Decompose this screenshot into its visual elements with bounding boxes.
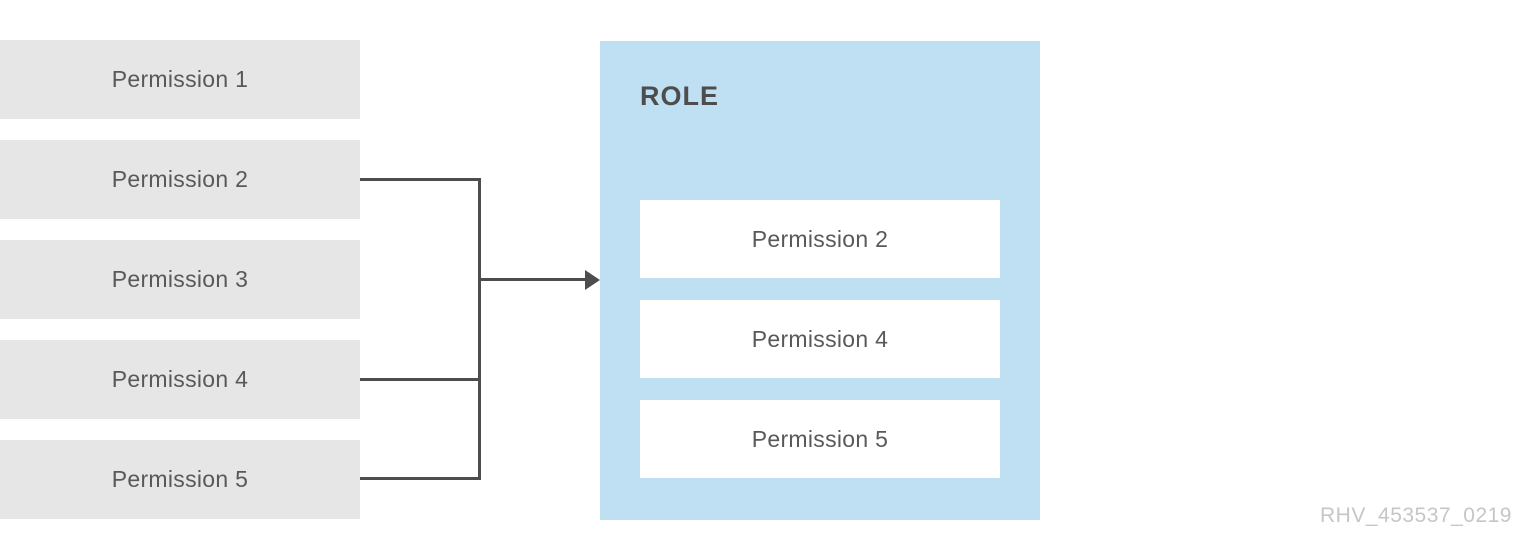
pool-box-label: Permission 5 [111,466,249,492]
role-item-permission-2: Permission 2 [640,200,1000,278]
pool-box-permission-1: Permission 1 [0,40,360,119]
role-box: ROLE Permission 2 Permission 4 Permissio… [600,41,1040,520]
connector-permission2-line [360,178,481,181]
watermark-text: RHV_453537_0219 [1320,504,1512,527]
pool-box-permission-4: Permission 4 [0,340,360,419]
pool-box-label: Permission 4 [111,366,249,392]
pool-box-permission-3: Permission 3 [0,240,360,319]
connector-permission5-line [360,477,481,480]
pool-box-label: Permission 3 [111,266,249,292]
role-item-label: Permission 2 [751,225,889,252]
role-item-label: Permission 4 [751,325,889,352]
pool-box-label: Permission 1 [111,66,249,92]
pool-box-label: Permission 2 [111,166,249,192]
arrow-shaft-line [481,278,586,281]
pool-box-permission-2: Permission 2 [0,140,360,219]
role-item-permission-4: Permission 4 [640,300,1000,378]
role-item-permission-5: Permission 5 [640,400,1000,478]
pool-box-permission-5: Permission 5 [0,440,360,519]
role-item-label: Permission 5 [751,425,889,452]
connector-vertical-bus-line [478,178,481,480]
connector-permission4-line [360,378,481,381]
role-title: ROLE [640,81,720,111]
arrowhead-right-icon [585,270,600,290]
